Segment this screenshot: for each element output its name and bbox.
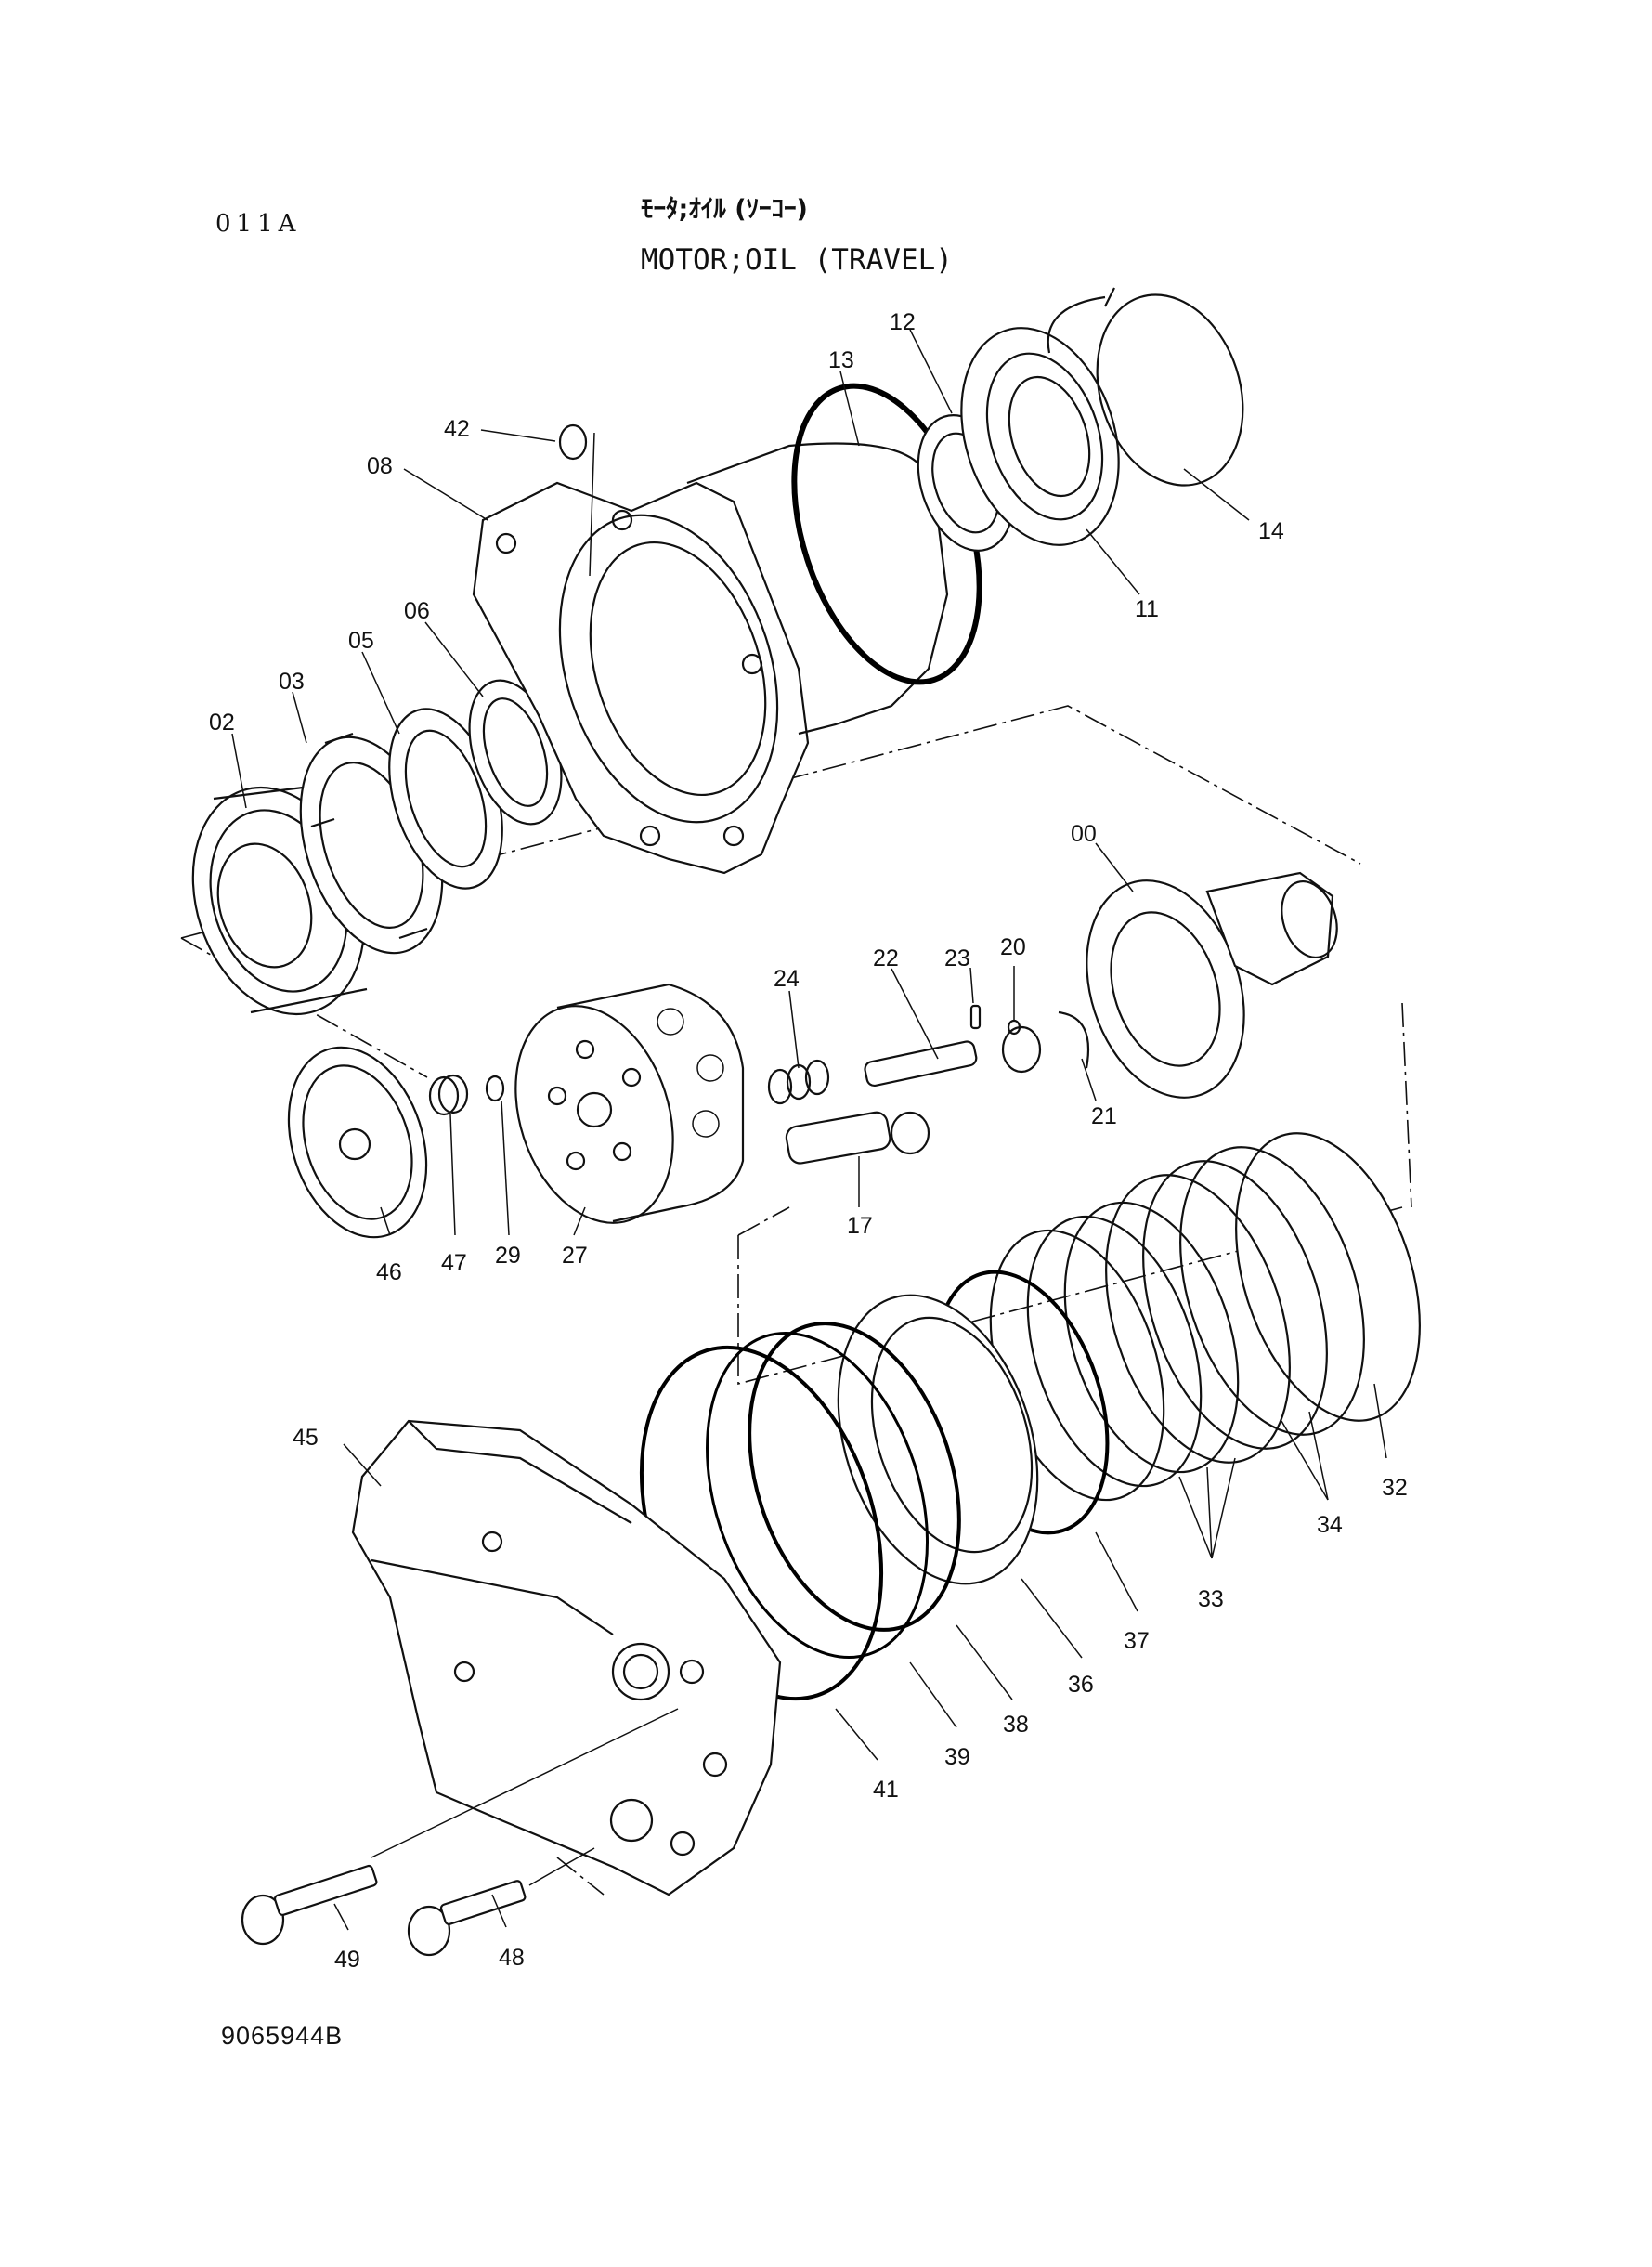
callout-38: 38 — [1003, 1712, 1029, 1738]
part-47-spring — [428, 1074, 469, 1116]
callout-03: 03 — [279, 669, 305, 695]
callout-20: 20 — [1000, 934, 1026, 960]
callout-46: 46 — [376, 1259, 402, 1285]
callout-34: 34 — [1317, 1512, 1343, 1538]
callout-05: 05 — [348, 628, 374, 654]
callout-36: 36 — [1068, 1672, 1094, 1698]
middle-assembly — [287, 871, 1338, 1239]
lower-assembly — [241, 1132, 1421, 1957]
part-32-plate — [1235, 1132, 1421, 1422]
part-21-snap-ring — [1058, 1010, 1090, 1069]
callout-06: 06 — [404, 598, 430, 624]
callout-32: 32 — [1382, 1475, 1408, 1501]
title-english: MOTOR;OIL (TRAVEL) — [641, 243, 953, 277]
section-code: 011A — [215, 210, 302, 238]
callout-45: 45 — [293, 1425, 319, 1451]
part-48-bolt — [407, 1847, 595, 1957]
part-20-ball — [1007, 1019, 1021, 1036]
part-29-ring — [485, 1075, 505, 1102]
part-46-plate — [287, 1046, 428, 1239]
callout-labels: 42 08 13 12 14 11 06 05 03 02 00 24 22 2… — [209, 309, 1408, 1973]
part-23-pin — [969, 1004, 982, 1030]
callout-02: 02 — [209, 710, 235, 736]
callout-12: 12 — [890, 309, 916, 335]
callout-48: 48 — [499, 1945, 525, 1971]
part-36-brake-piston — [837, 1294, 1039, 1585]
part-17-piston — [785, 1111, 930, 1165]
callout-22: 22 — [873, 945, 899, 971]
leader-lines — [231, 329, 1387, 1931]
callout-33: 33 — [1198, 1586, 1224, 1612]
part-14-snap-rings — [1047, 287, 1244, 487]
part-34-friction-plates — [1105, 1146, 1365, 1464]
part-08-housing — [472, 442, 949, 875]
part-22-spool — [864, 1025, 1042, 1088]
callout-08: 08 — [367, 453, 393, 479]
callout-13: 13 — [828, 347, 854, 373]
callout-49: 49 — [334, 1947, 360, 1973]
callout-14: 14 — [1258, 518, 1284, 544]
callout-37: 37 — [1124, 1628, 1150, 1654]
callout-42: 42 — [444, 416, 470, 442]
callout-11: 11 — [1135, 596, 1159, 622]
callout-29: 29 — [495, 1243, 521, 1269]
callout-27: 27 — [562, 1243, 588, 1269]
part-00-shaft-assembly — [1086, 871, 1338, 1099]
part-45-valve-cover — [351, 1419, 782, 1896]
title-japanese: ﾓｰﾀ;ｵｲﾙ (ｿｰｺｰ) — [641, 195, 808, 224]
callout-41: 41 — [873, 1777, 899, 1803]
part-39-ring — [706, 1331, 929, 1660]
part-49-bolt — [241, 1708, 679, 1946]
callout-23: 23 — [944, 945, 970, 971]
part-42-pin — [558, 423, 588, 461]
callout-39: 39 — [944, 1744, 970, 1770]
callout-17: 17 — [847, 1213, 873, 1239]
callout-00: 00 — [1071, 821, 1097, 847]
upper-assembly — [191, 287, 1244, 1016]
part-27-cylinder-block — [514, 983, 745, 1224]
callout-24: 24 — [774, 966, 800, 992]
callout-47: 47 — [441, 1250, 467, 1276]
part-11-floating-seal — [960, 327, 1120, 546]
callout-21: 21 — [1091, 1103, 1117, 1129]
drawing-number: 9065944B — [221, 2022, 344, 2050]
